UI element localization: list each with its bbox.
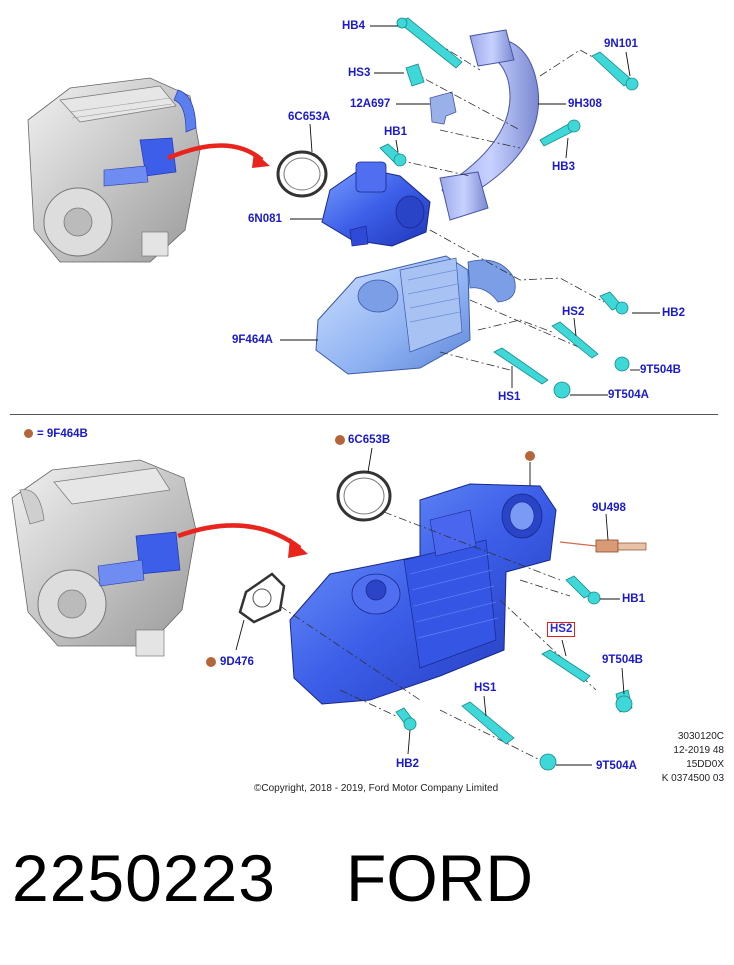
label-hs2-highlighted: HS2 — [547, 622, 576, 637]
brand-name: FORD — [346, 841, 533, 915]
valve-6n081 — [321, 161, 431, 247]
label-hb2-top: HB2 — [662, 307, 686, 319]
engine-illustration-top — [27, 77, 201, 263]
gasket-6c653b — [336, 470, 392, 522]
meta-line: K 0374500 03 — [661, 773, 724, 784]
label-12a697: 12A697 — [350, 98, 391, 110]
label-9n101: 9N101 — [604, 38, 638, 50]
arrow-top-head — [252, 152, 270, 168]
label-hs1-top: HS1 — [498, 391, 521, 403]
label-hs3: HS3 — [348, 67, 371, 79]
label-9t504b-top: 9T504B — [640, 364, 681, 376]
label-6c653b: 6C653B — [348, 434, 391, 446]
legend-dot-icon — [24, 429, 33, 438]
label-hb1-bottom: HB1 — [622, 593, 646, 605]
copyright-notice: ©Copyright, 2018 - 2019, Ford Motor Comp… — [254, 783, 499, 794]
sensor-9u498 — [559, 539, 647, 553]
label-6c653a: 6C653A — [288, 111, 331, 123]
label-9t504b-bottom: 9T504B — [602, 654, 643, 666]
module-9f464b — [289, 483, 557, 705]
label-9t504a-bottom: 9T504A — [596, 760, 637, 772]
meta-line: 3030120C — [677, 731, 724, 742]
label-hb4: HB4 — [342, 20, 366, 32]
label-9u498: 9U498 — [592, 502, 626, 514]
legend-dots-bottom — [206, 435, 535, 667]
label-9h308: 9H308 — [568, 98, 602, 110]
arrow-bottom-head — [288, 538, 308, 558]
label-9f464a: 9F464A — [232, 334, 273, 346]
label-9d476: 9D476 — [220, 656, 254, 668]
label-hb3: HB3 — [552, 161, 576, 173]
meta-line: 12-2019 48 — [673, 745, 724, 756]
label-hs1-bottom: HS1 — [474, 682, 497, 694]
part-number: 2250223 — [12, 841, 276, 915]
label-hb1-top: HB1 — [384, 126, 408, 138]
fasteners-top — [379, 17, 639, 399]
bracket-12a697 — [429, 91, 457, 125]
label-9t504a-top: 9T504A — [608, 389, 649, 401]
fasteners-bottom — [395, 575, 633, 771]
diagram-reference-info: 3030120C 12-2019 48 15DD0X K 0374500 03 — [652, 730, 724, 786]
engine-illustration-bottom — [11, 459, 197, 657]
label-hb2-bottom: HB2 — [396, 758, 420, 770]
meta-line: 15DD0X — [686, 759, 724, 770]
label-hs2-top: HS2 — [562, 306, 585, 318]
leader-lines-top — [280, 25, 660, 396]
dash-lines-bottom — [279, 511, 597, 761]
section-divider — [10, 414, 718, 415]
gasket-6c653a — [276, 150, 328, 198]
arrow-bottom — [177, 523, 302, 550]
leader-lines-bottom — [235, 447, 625, 766]
legend-9f464b: = 9F464B — [24, 428, 88, 441]
cooler-9f464a — [315, 255, 516, 375]
label-6n081: 6N081 — [248, 213, 282, 225]
gasket-9d476 — [238, 572, 286, 624]
